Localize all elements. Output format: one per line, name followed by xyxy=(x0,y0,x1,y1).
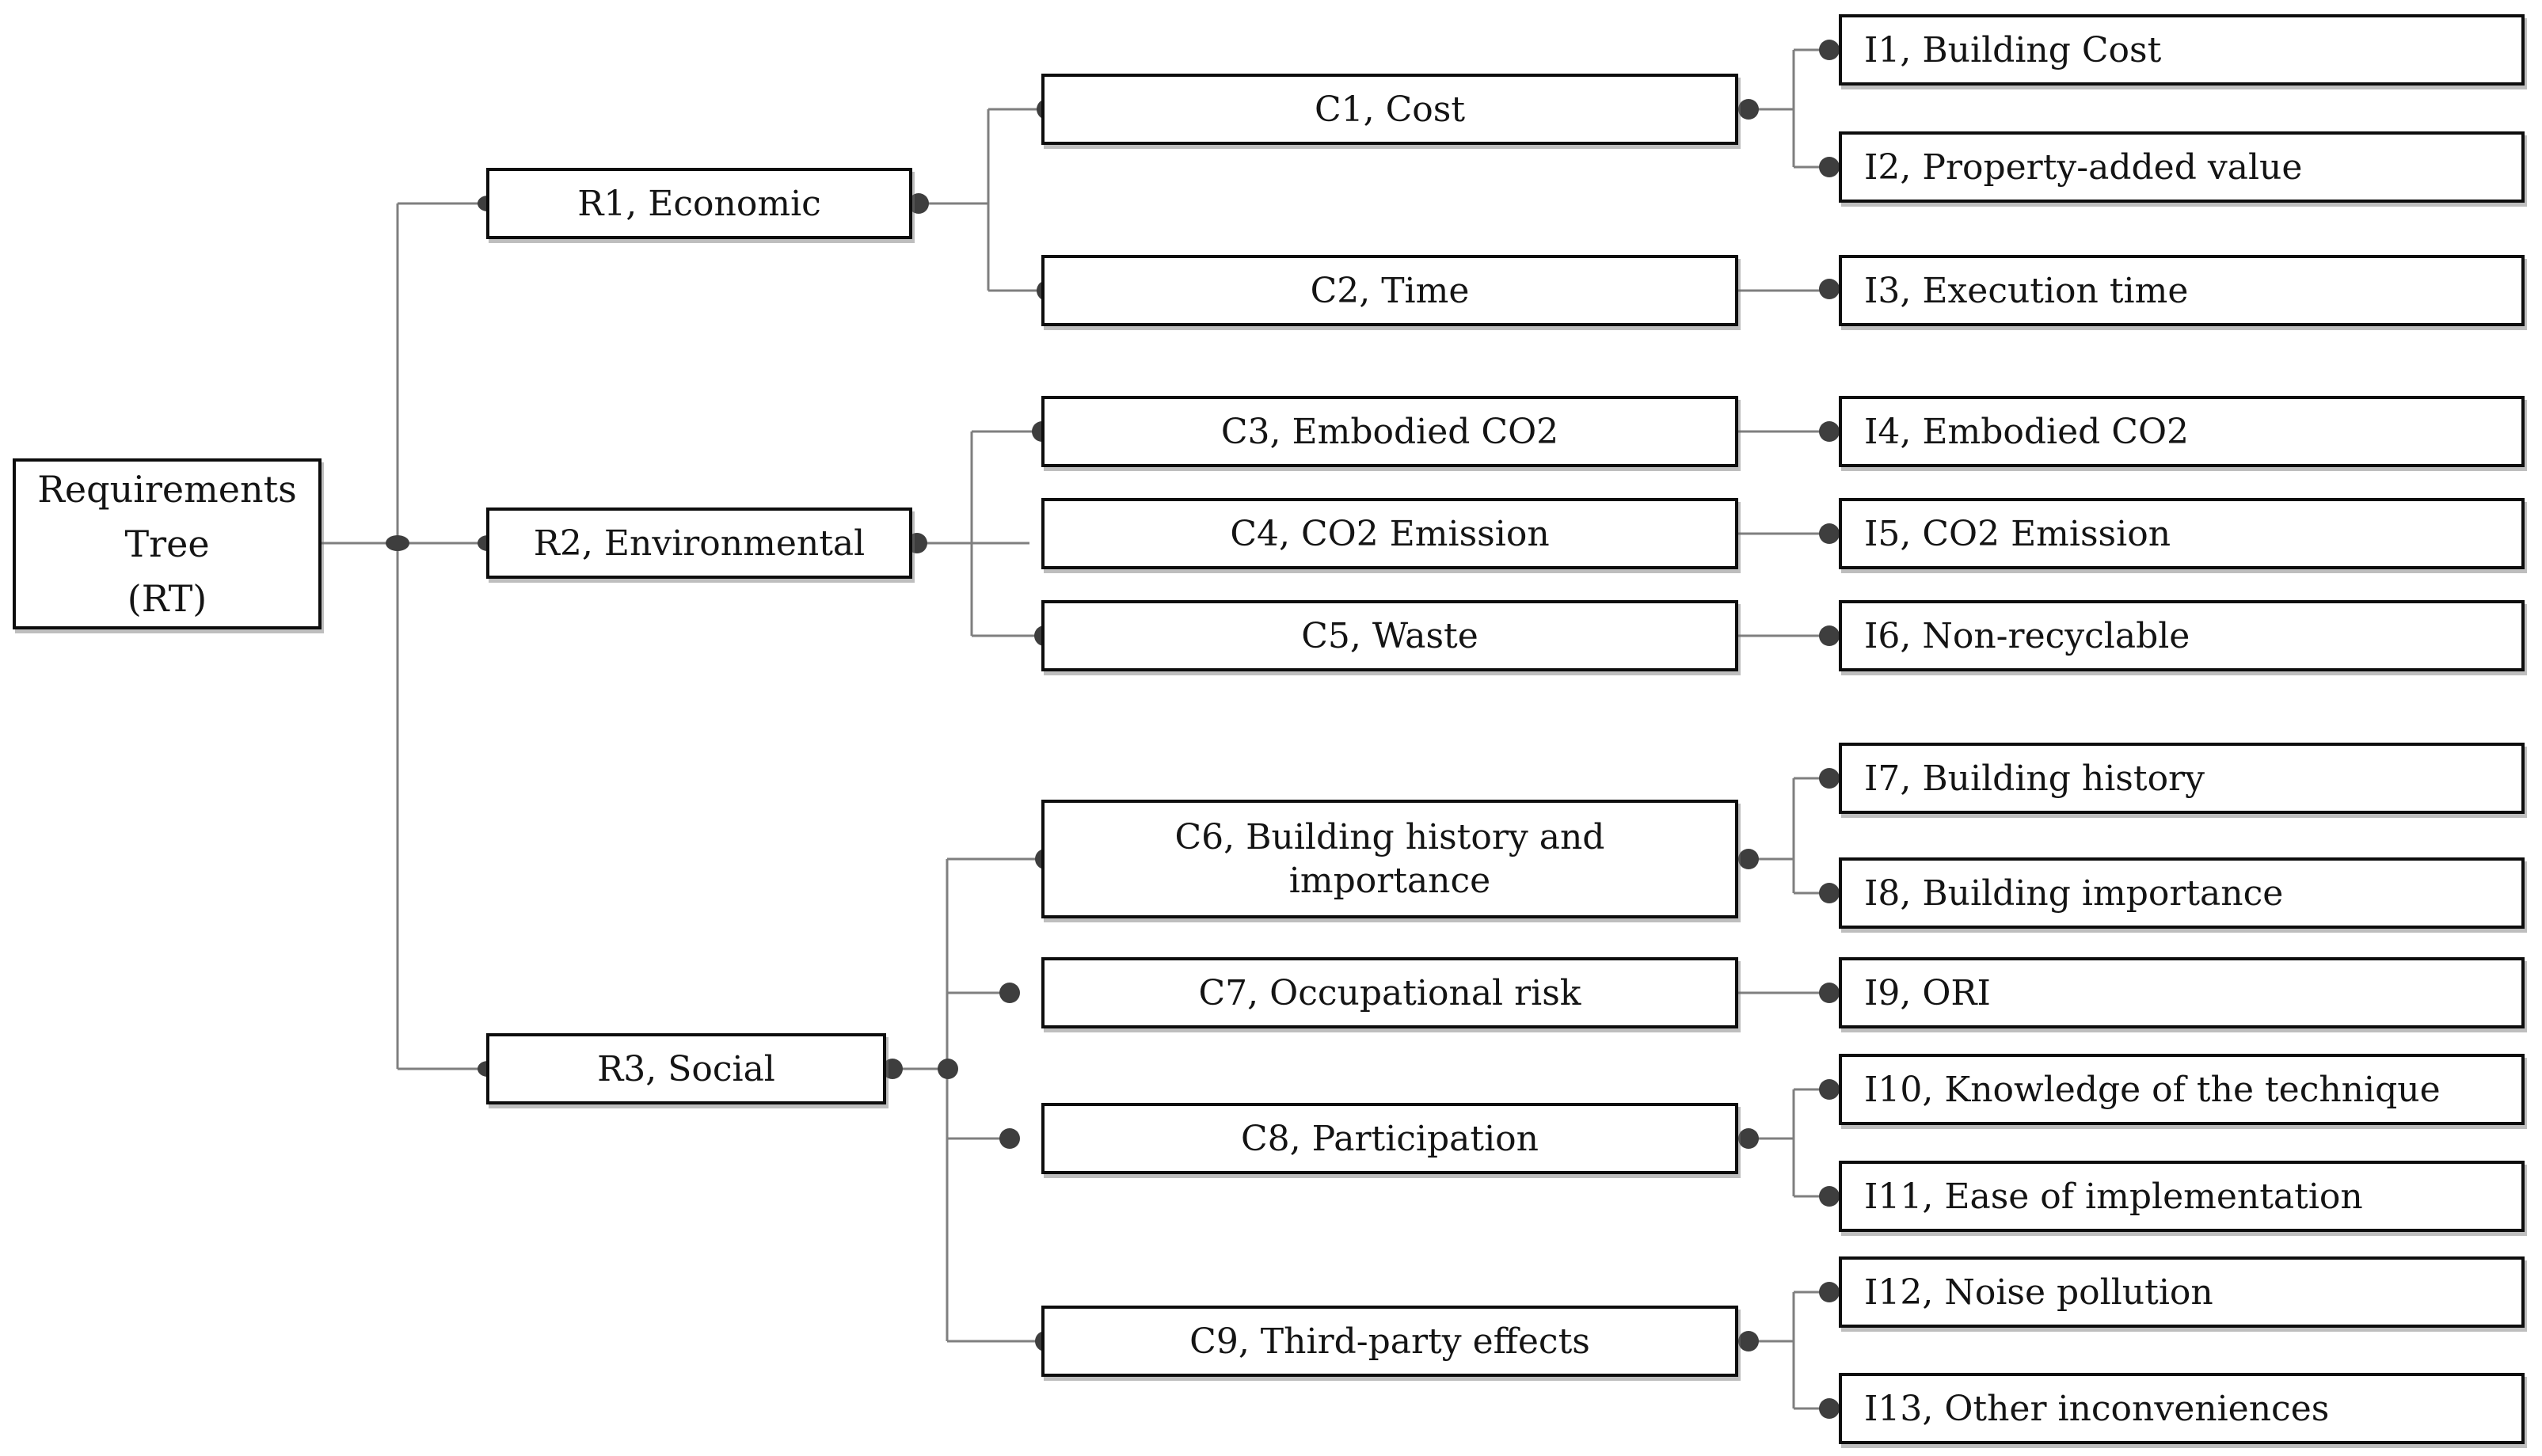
node-label: I1, Building Cost xyxy=(1864,29,2162,70)
node-i13: I13, Other inconveniences xyxy=(1839,1373,2525,1444)
node-label: I13, Other inconveniences xyxy=(1864,1388,2330,1429)
node-i12: I12, Noise pollution xyxy=(1839,1256,2525,1328)
node-label: R1, Economic xyxy=(577,183,821,224)
connector-dot xyxy=(938,1059,958,1079)
connector-dot xyxy=(1819,768,1840,789)
connector-dot xyxy=(1819,40,1840,60)
node-i3: I3, Execution time xyxy=(1839,255,2525,326)
connector-dot xyxy=(1819,1079,1840,1100)
connector-dot xyxy=(999,983,1020,1003)
node-c1: C1, Cost xyxy=(1041,74,1738,145)
connector-dot xyxy=(882,1059,903,1079)
node-label: Requirements xyxy=(37,467,297,511)
node-label: C3, Embodied CO2 xyxy=(1220,411,1559,452)
node-c9: C9, Third-party effects xyxy=(1041,1306,1738,1377)
node-label: C6, Building history and importance xyxy=(1174,817,1605,901)
node-r2: R2, Environmental xyxy=(486,508,912,579)
node-i10: I10, Knowledge of the technique xyxy=(1839,1054,2525,1125)
node-i8: I8, Building importance xyxy=(1839,857,2525,929)
node-label: I6, Non-recyclable xyxy=(1864,615,2190,656)
node-label: I8, Building importance xyxy=(1864,872,2284,914)
node-label: C2, Time xyxy=(1310,270,1470,311)
node-label: I9, ORI xyxy=(1864,972,1991,1013)
node-label: R2, Environmental xyxy=(533,523,866,564)
node-i11: I11, Ease of implementation xyxy=(1839,1161,2525,1232)
node-label: C8, Participation xyxy=(1241,1118,1539,1159)
node-r1: R1, Economic xyxy=(486,168,912,239)
connector-dot xyxy=(1819,625,1840,646)
node-i4: I4, Embodied CO2 xyxy=(1839,396,2525,467)
connector-dot xyxy=(1819,157,1840,177)
connector-dot xyxy=(1819,1282,1840,1302)
connector-dot xyxy=(1819,523,1840,544)
connector-dot xyxy=(1738,99,1759,120)
node-label: I3, Execution time xyxy=(1864,270,2189,311)
node-i7: I7, Building history xyxy=(1839,743,2525,814)
node-label: I7, Building history xyxy=(1864,758,2205,799)
node-label: I12, Noise pollution xyxy=(1864,1272,2213,1313)
node-root: Requirements Tree (RT) xyxy=(13,458,322,629)
node-label: C5, Waste xyxy=(1301,615,1478,656)
node-c7: C7, Occupational risk xyxy=(1041,957,1738,1028)
connector-dot xyxy=(1819,1186,1840,1207)
node-label: I2, Property-added value xyxy=(1864,146,2303,188)
connector-dot xyxy=(386,535,409,551)
connector-dot xyxy=(999,1128,1020,1149)
node-c4: C4, CO2 Emission xyxy=(1041,498,1738,569)
node-i9: I9, ORI xyxy=(1839,957,2525,1028)
connector-dot xyxy=(1738,849,1759,869)
node-i1: I1, Building Cost xyxy=(1839,14,2525,86)
node-label: I4, Embodied CO2 xyxy=(1864,411,2190,452)
node-c5: C5, Waste xyxy=(1041,600,1738,671)
node-label: C9, Third-party effects xyxy=(1189,1321,1590,1362)
node-c8: C8, Participation xyxy=(1041,1103,1738,1174)
connector-dot xyxy=(1819,883,1840,903)
node-r3: R3, Social xyxy=(486,1033,886,1104)
node-c6: C6, Building history and importance xyxy=(1041,800,1738,918)
node-c2: C2, Time xyxy=(1041,255,1738,326)
node-label: C1, Cost xyxy=(1314,89,1466,130)
node-label: I10, Knowledge of the technique xyxy=(1864,1069,2441,1110)
node-label: C4, CO2 Emission xyxy=(1230,513,1550,554)
node-i2: I2, Property-added value xyxy=(1839,131,2525,203)
connector-dot xyxy=(1738,1331,1759,1351)
node-label: C7, Occupational risk xyxy=(1198,972,1581,1013)
node-label: R3, Social xyxy=(597,1048,775,1089)
node-label: (RT) xyxy=(127,576,207,620)
connector-dot xyxy=(1819,421,1840,442)
node-c3: C3, Embodied CO2 xyxy=(1041,396,1738,467)
connector-dot xyxy=(908,193,929,214)
node-label: Tree xyxy=(124,522,210,565)
node-i5: I5, CO2 Emission xyxy=(1839,498,2525,569)
connector-dot xyxy=(1819,983,1840,1003)
node-label: I5, CO2 Emission xyxy=(1864,513,2171,554)
node-i6: I6, Non-recyclable xyxy=(1839,600,2525,671)
connector-dot xyxy=(1819,279,1840,299)
node-label: I11, Ease of implementation xyxy=(1864,1176,2363,1217)
connector-dot xyxy=(1819,1398,1840,1419)
connector-dot xyxy=(1738,1128,1759,1149)
